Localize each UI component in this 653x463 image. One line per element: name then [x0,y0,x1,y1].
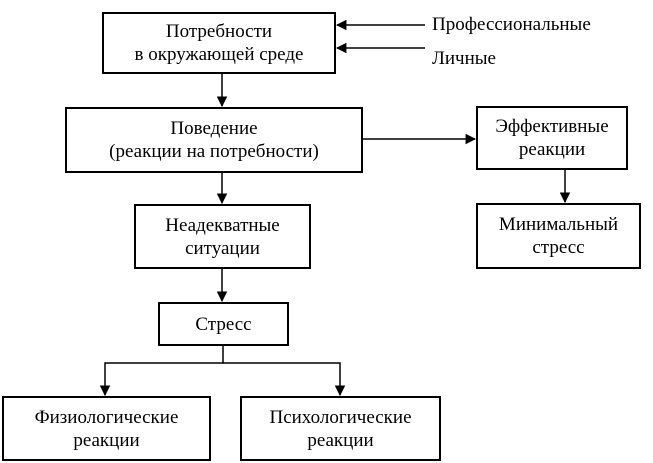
node-effective-line2: реакции [518,139,586,160]
connector-stress-split [99,345,224,397]
node-psychological-line2: реакции [307,429,374,451]
node-physiological-line1: Физиологические [34,406,179,428]
node-effective-line1: Эффективные [495,116,609,137]
node-physiological: Физиологические реакции [2,396,211,461]
node-inadequate-line2: ситуации [185,237,260,259]
node-psychological-line1: Психологические [269,406,412,428]
node-minimal-stress: Минимальный стресс [476,203,641,269]
node-physiological-line2: реакции [73,429,140,451]
node-effective: Эффективные реакции [476,106,628,170]
node-needs: Потребности в окружающей среде [102,12,336,74]
node-needs-line1: Потребности [165,21,273,42]
input-professional: Профессиональные [432,14,591,35]
input-personal: Личные [432,48,496,69]
node-stress-line1: Стресс [195,313,252,335]
node-behavior: Поведение (реакции на потребности) [65,107,363,173]
node-behavior-line1: Поведение [170,118,258,139]
node-minimal-stress-line1: Минимальный [498,214,619,235]
node-behavior-line2: (реакции на потребности) [109,141,319,162]
node-stress: Стресс [158,302,289,346]
node-inadequate-line1: Неадекватные [165,214,280,236]
node-minimal-stress-line2: стресс [532,237,585,258]
node-inadequate: Неадекватные ситуации [134,204,311,269]
connector-stress-to-psych [223,362,346,397]
node-psychological: Психологические реакции [240,396,441,461]
node-needs-line2: в окружающей среде [134,44,304,65]
